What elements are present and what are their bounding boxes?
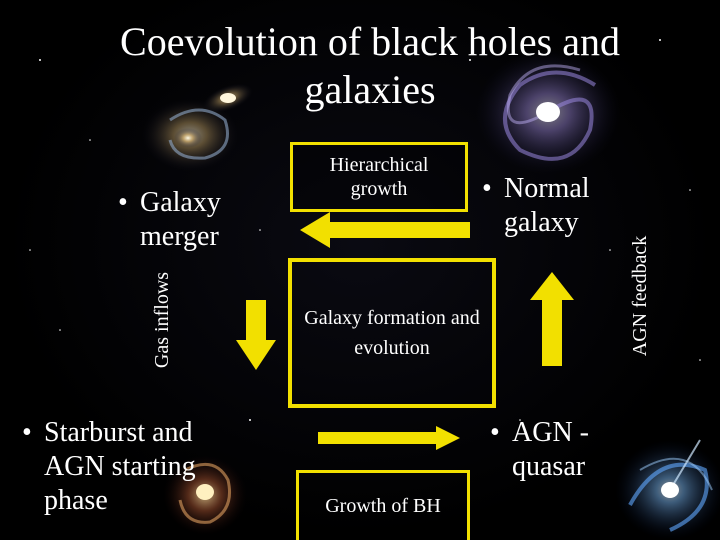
bullet-icon: • <box>118 187 128 218</box>
arrow-right-bottom <box>318 426 460 450</box>
starburst-galaxy-image <box>163 455 247 535</box>
edge-agn-feedback-label: AGN feedback <box>629 235 651 357</box>
box-hierarchical-growth-label: Hierarchical growth <box>329 154 429 200</box>
quasar-galaxy-image <box>615 439 720 540</box>
node-galaxy-merger-label: Galaxy merger <box>140 187 221 252</box>
spiral-galaxy-image <box>476 50 620 174</box>
node-normal-galaxy-label: Normal galaxy <box>504 173 590 238</box>
node-agn-quasar-label: AGN - quasar <box>512 417 589 482</box>
node-agn-quasar: • AGN - quasar <box>490 416 630 484</box>
slide-title: Coevolution of black holes and galaxies <box>120 19 620 112</box>
merger-galaxy-image <box>142 83 253 171</box>
arrow-left-top <box>300 212 470 248</box>
node-galaxy-merger: • Galaxy merger <box>118 186 288 254</box>
box-growth-bh-label: Growth of BH <box>325 495 441 517</box>
star-field <box>29 39 701 421</box>
box-galaxy-formation: Galaxy formation and evolution <box>288 258 496 408</box>
bullet-icon: • <box>22 417 32 448</box>
box-galaxy-formation-label: Galaxy formation and evolution <box>304 307 480 359</box>
bullet-icon: • <box>482 173 492 204</box>
bullet-icon: • <box>490 417 500 448</box>
box-hierarchical-growth: Hierarchical growth <box>290 142 468 212</box>
node-normal-galaxy: • Normal galaxy <box>482 172 632 240</box>
arrow-up-right <box>530 272 574 366</box>
node-starburst-label: Starburst and AGN starting phase <box>44 417 196 516</box>
box-growth-bh: Growth of BH <box>296 470 470 540</box>
node-starburst: • Starburst and AGN starting phase <box>22 416 232 518</box>
edge-gas-inflows-label: Gas inflows <box>151 271 173 369</box>
arrow-down-left <box>236 300 276 370</box>
